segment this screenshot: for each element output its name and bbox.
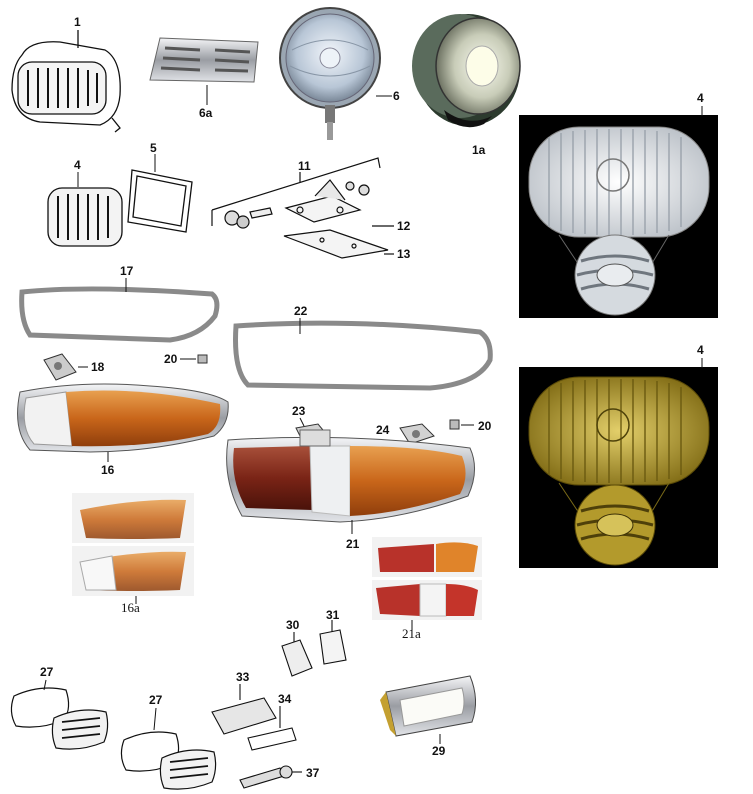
label-part-31: 31 [326,608,340,622]
label-part-34: 34 [278,692,292,706]
fog-lens-clear-photo [528,126,710,316]
taillight-seal-22 [233,318,493,391]
label-part-37: 37 [306,766,320,780]
lamp-lens-34 [247,706,297,751]
indicator-lens-16a [72,493,194,604]
label-part-21a: 21a [402,626,421,641]
reflector-27b [120,707,217,790]
round-fog-lamp-6 [279,7,392,140]
fog-lens-yellow-photo [528,376,710,566]
fog-lamp-housing-1 [11,30,121,133]
lamp-cover-31 [319,620,347,665]
label-part-20-right: 20 [478,419,492,433]
label-part-4-panel-bottom: 4 [697,343,704,357]
label-part-16a: 16a [121,600,140,615]
grille-trim-6a [149,37,259,105]
label-part-1: 1 [74,15,81,29]
label-part-17: 17 [120,264,134,278]
label-part-4-panel-top: 4 [697,91,704,105]
label-part-6a: 6a [199,106,213,120]
indicator-seal-17 [19,278,220,343]
label-part-5: 5 [150,141,157,155]
label-part-33: 33 [236,670,250,684]
fog-lamp-1a [412,14,521,128]
label-part-27-right: 27 [149,693,163,707]
label-part-22: 22 [294,304,308,318]
label-part-6: 6 [393,89,400,103]
label-part-27-left: 27 [40,665,54,679]
lamp-bracket-30 [281,632,313,677]
label-part-23: 23 [292,404,306,418]
lens-gasket-5 [127,154,193,233]
front-indicator-16 [17,383,229,462]
grommet-20a [180,354,208,364]
screw-37 [239,765,302,789]
label-part-29: 29 [432,744,446,758]
label-part-24: 24 [376,423,390,437]
label-part-21: 21 [346,537,360,551]
bulb-holder-24 [399,423,435,445]
label-part-1a: 1a [472,143,486,157]
label-part-18: 18 [91,360,105,374]
license-lamp-33 [211,684,277,735]
bulb-holder-18 [43,353,88,381]
interior-lamp-29 [380,675,476,744]
taillight-21 [226,429,475,534]
mounting-bracket-set-11 [211,157,394,259]
label-part-16: 16 [101,463,115,477]
label-part-11: 11 [298,159,311,173]
label-part-13: 13 [397,247,411,261]
taillight-lens-21a [372,537,482,630]
label-part-20-left: 20 [164,352,178,366]
fog-lens-yellow-panel [519,367,718,568]
fog-lens-clear-panel [519,115,718,318]
label-part-30: 30 [286,618,300,632]
fog-lamp-lens-4-drawing [47,172,123,247]
label-part-4-drawing: 4 [74,158,81,172]
label-part-12: 12 [397,219,411,233]
reflector-27a [10,679,109,750]
grommet-20b [449,419,474,430]
